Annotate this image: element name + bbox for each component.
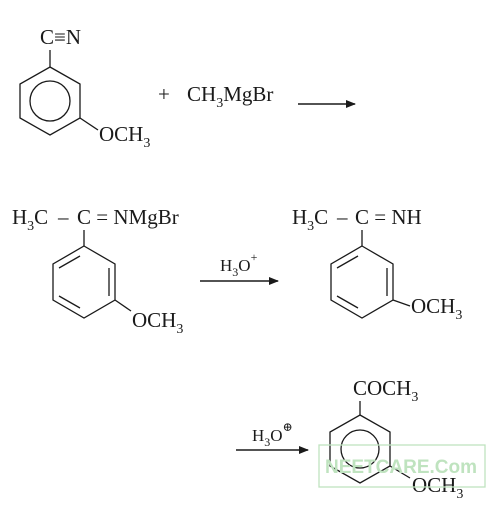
intermediate-inner-bond-1 [58, 255, 81, 269]
reactant-nitrile: C≡N OCH3 [19, 25, 150, 151]
intermediate-dash: – [57, 205, 69, 229]
methoxy-label: OCH3 [99, 122, 150, 151]
imine-inner-bond-1 [336, 255, 359, 269]
imine-methoxy-label: OCH3 [411, 294, 462, 323]
watermark-frame [318, 444, 486, 488]
imine-methyl-label: H3C [292, 205, 328, 234]
intermediate-benzene-ring [52, 245, 116, 319]
imine-label: C = NH [355, 205, 422, 229]
watermark-text: NEETCARE.Com [325, 457, 477, 478]
product-benzene-ring [329, 414, 391, 484]
product-methoxy-label: OCH3 [412, 473, 463, 502]
hydrolysis-reagent-1: H3O+ [220, 250, 258, 279]
intermediate-imine-salt: H3C – C = NMgBr OCH3 [12, 205, 183, 337]
imine-inner-bond-3 [336, 295, 359, 309]
product-aromatic-circle [340, 429, 380, 469]
benzene-ring [19, 66, 81, 136]
intermediate-methoxy-label: OCH3 [132, 308, 183, 337]
aromatic-circle [29, 80, 71, 122]
plus-sign: + [158, 82, 170, 106]
product-methoxy-bond [389, 465, 411, 479]
nitrile-group-label: C≡N [40, 25, 81, 49]
grignard-reagent-label: CH3MgBr [187, 82, 273, 111]
imine-benzene-ring [330, 245, 394, 319]
final-product: COCH3 OCH3 [329, 376, 463, 502]
imine-methoxy-bond [392, 299, 411, 307]
intermediate-imine-label: C = NMgBr [77, 205, 179, 229]
watermark: NEETCARE.Com [318, 444, 486, 488]
intermediate-methyl-label: H3C [12, 205, 48, 234]
intermediate-methoxy-bond [114, 299, 132, 312]
hydrolysis-reagent-2: H3O⊕ [252, 420, 293, 449]
imine-product: H3C – C = NH OCH3 [292, 205, 462, 323]
imine-dash: – [336, 205, 348, 229]
intermediate-inner-bond-3 [58, 295, 81, 309]
methoxy-bond [79, 117, 99, 131]
acetyl-group-label: COCH3 [353, 376, 418, 405]
